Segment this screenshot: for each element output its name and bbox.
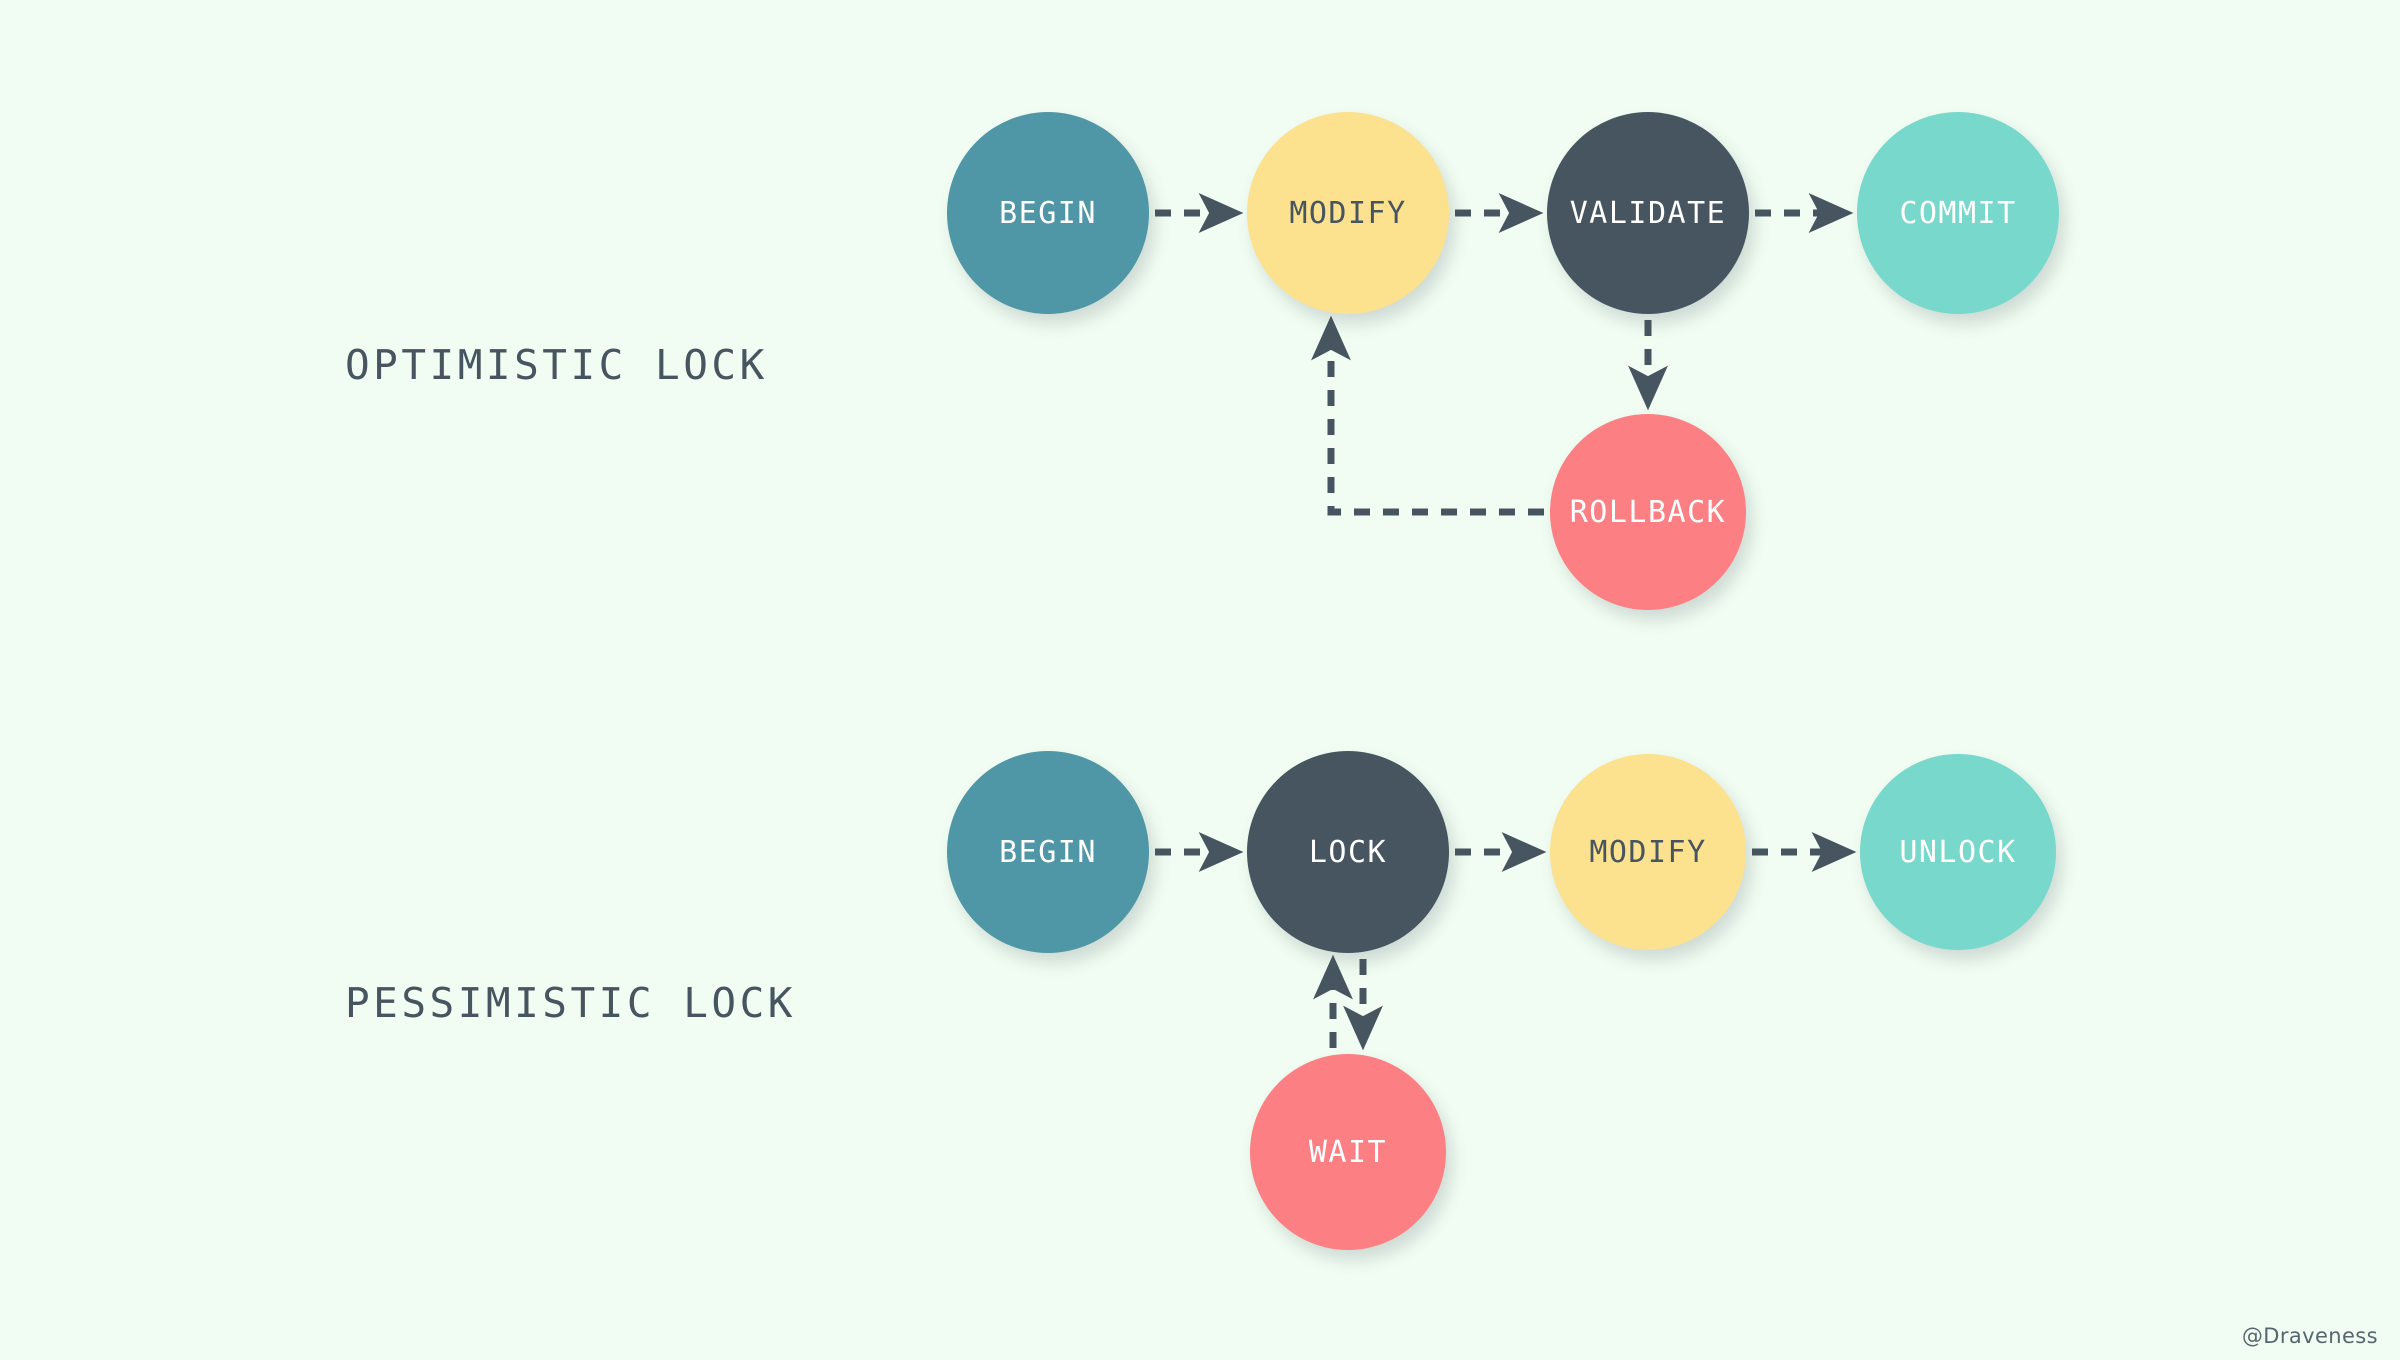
node-modify[interactable]: MODIFY	[1550, 754, 1746, 950]
node-label: WAIT	[1308, 1134, 1388, 1170]
node-label: COMMIT	[1899, 195, 2017, 231]
author-watermark: @Draveness	[2241, 1324, 2378, 1348]
node-label: MODIFY	[1589, 834, 1707, 870]
edge-rollback-to-modify	[1311, 315, 1544, 516]
node-label: UNLOCK	[1899, 834, 2017, 870]
node-label: ROLLBACK	[1569, 494, 1727, 530]
node-validate[interactable]: VALIDATE	[1547, 112, 1749, 314]
node-label: BEGIN	[999, 834, 1097, 870]
node-begin[interactable]: BEGIN	[947, 112, 1149, 314]
node-rollback[interactable]: ROLLBACK	[1550, 414, 1746, 610]
node-lock[interactable]: LOCK	[1247, 751, 1449, 953]
node-label: BEGIN	[999, 195, 1097, 231]
node-wait[interactable]: WAIT	[1250, 1054, 1446, 1250]
section-label-pessimistic: PESSIMISTIC LOCK	[345, 979, 796, 1027]
node-label: MODIFY	[1289, 195, 1407, 231]
node-label: LOCK	[1308, 834, 1388, 870]
node-begin[interactable]: BEGIN	[947, 751, 1149, 953]
node-modify[interactable]: MODIFY	[1247, 112, 1449, 314]
node-commit[interactable]: COMMIT	[1857, 112, 2059, 314]
section-label-optimistic: OPTIMISTIC LOCK	[345, 341, 768, 389]
node-unlock[interactable]: UNLOCK	[1860, 754, 2056, 950]
node-label: VALIDATE	[1569, 195, 1727, 231]
